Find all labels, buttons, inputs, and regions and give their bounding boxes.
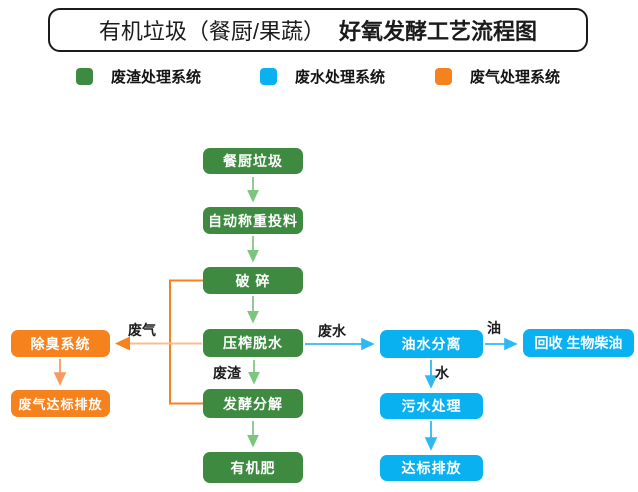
legend-item-wastegas-system: 废气处理系统: [435, 66, 560, 86]
flow-node-sewage-treatment: 污水处理: [380, 393, 483, 419]
flow-node-organic-fertilizer: 有机肥: [203, 452, 303, 483]
flow-node-gas-standard-discharge: 废气达标排放: [11, 390, 110, 417]
flow-node-auto-weighing: 自动称重投料: [203, 207, 303, 234]
legend-item-residue-system: 废渣处理系统: [76, 66, 201, 86]
diagram-title-prefix: 有机垃圾（餐厨/果蔬）: [98, 19, 326, 44]
green-swatch-icon: [76, 67, 93, 85]
legend-label: 废气处理系统: [470, 68, 561, 86]
edge-label-waste-water: 废水: [318, 323, 346, 339]
edge-label-waste-residue: 废渣: [213, 365, 241, 381]
edge-label-water: 水: [435, 365, 449, 381]
edge-label-waste-gas: 废气: [128, 322, 156, 338]
flow-node-kitchen-waste: 餐厨垃圾: [203, 148, 303, 174]
edge-label-oil: 油: [487, 320, 501, 336]
blue-swatch-icon: [260, 67, 277, 85]
flow-node-fermentation: 发酵分解: [203, 389, 303, 418]
legend-label: 废水处理系统: [295, 68, 386, 86]
flow-node-deodorization: 除臭系统: [11, 330, 110, 357]
diagram-title-main: 好氧发酵工艺流程图: [339, 19, 538, 44]
flow-node-standard-discharge: 达标排放: [380, 455, 483, 481]
legend-label: 废渣处理系统: [111, 68, 202, 86]
orange-swatch-icon: [435, 67, 452, 85]
flow-node-press-dewatering: 压榨脱水: [203, 329, 303, 357]
diagram-title-box: 有机垃圾（餐厨/果蔬） 好氧发酵工艺流程图: [48, 8, 588, 52]
flow-node-oil-water-separation: 油水分离: [380, 330, 483, 358]
flow-node-crushing: 破 碎: [203, 267, 303, 294]
legend-item-wastewater-system: 废水处理系统: [260, 66, 385, 86]
flow-node-biodiesel-recovery: 回收 生物柴油: [523, 329, 634, 357]
